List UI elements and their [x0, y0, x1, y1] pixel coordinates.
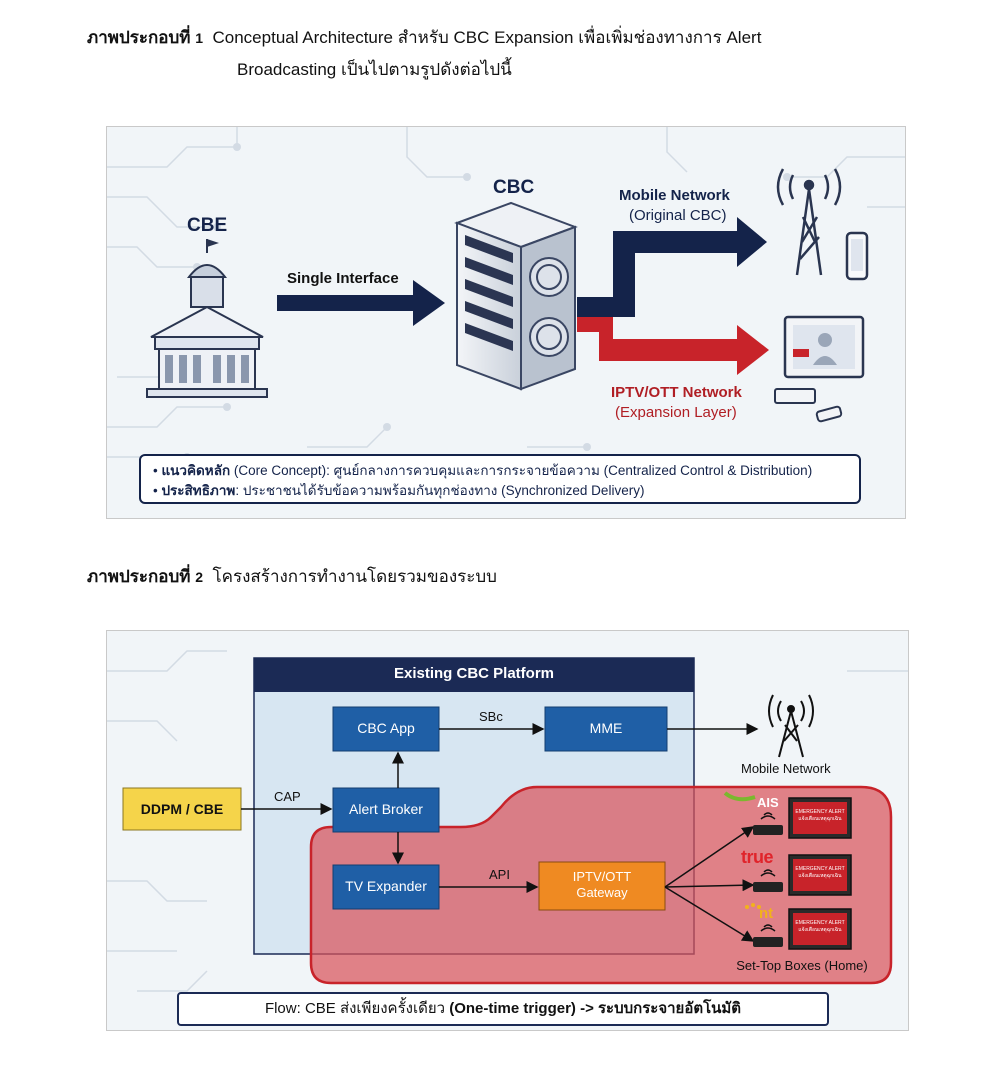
iptv-network-sublabel: (Expansion Layer)	[615, 404, 737, 421]
government-building-icon	[146, 239, 268, 398]
ais-logo: AIS	[757, 795, 779, 810]
single-interface-label: Single Interface	[287, 270, 399, 287]
cbc-server-icon	[454, 201, 578, 391]
nt-logo-dots	[745, 903, 761, 909]
mobile-network-arrow	[577, 217, 767, 317]
figure-1-drawing	[107, 127, 905, 461]
caption-text-line1: Conceptual Architecture สำหรับ CBC Expan…	[212, 28, 762, 47]
cell-tower-icon	[768, 694, 814, 758]
mme-box	[544, 706, 668, 752]
api-label: API	[489, 867, 510, 882]
flow-arrows	[241, 723, 759, 942]
flow-summary-box: Flow: CBE ส่งเพียงครั้งเดียว (One-time t…	[177, 992, 829, 1026]
figure-2-system-overview: Existing CBC Platform CBC App MME SBc DD…	[106, 630, 909, 1031]
figure-2-caption: ภาพประกอบที่ 2 โครงสร้างการทำงานโดยรวมขอ…	[87, 561, 497, 593]
iptv-ott-gateway-box	[538, 861, 666, 911]
caption-text: โครงสร้างการทำงานโดยรวมของระบบ	[212, 567, 497, 586]
cbc-label: CBC	[493, 177, 535, 198]
alert-broker-label: Alert Broker	[349, 801, 423, 817]
iptv-network-arrow	[577, 317, 769, 375]
iptv-network-label: IPTV/OTT Network	[611, 384, 742, 401]
cap-label: CAP	[274, 789, 301, 804]
mobile-phone-icon	[845, 231, 869, 281]
cbc-app-label: CBC App	[357, 720, 415, 736]
platform-title: Existing CBC Platform	[393, 665, 555, 682]
figure-1-caption: ภาพประกอบที่ 1 Conceptual Architecture ส…	[87, 22, 947, 85]
cell-tower-icon	[776, 168, 842, 276]
caption-label: ภาพประกอบที่ 2	[87, 567, 204, 586]
ais-logo-swoosh	[723, 791, 756, 802]
figure-1-conceptual-architecture: CBE Single Interface CBC Mobile Network …	[106, 126, 906, 519]
set-top-box-3	[753, 908, 852, 950]
set-top-box-2	[753, 854, 852, 896]
caption-text-line2: Broadcasting เป็นไปตามรูปดังต่อไปนี้	[237, 60, 512, 79]
mobile-network-label: Mobile Network	[741, 761, 831, 776]
bullet-efficiency: • ประสิทธิภาพ: ประชาชนได้รับข้อความพร้อม…	[153, 483, 645, 498]
tv-expander-label: TV Expander	[345, 878, 427, 894]
ddpm-box	[122, 787, 242, 831]
core-concept-box: • แนวคิดหลัก (Core Concept): ศูนย์กลางกา…	[139, 454, 861, 504]
tv-set-icon	[774, 315, 865, 423]
mme-label: MME	[589, 720, 623, 736]
cbe-label: CBE	[187, 215, 228, 236]
bullet-core-concept: • แนวคิดหลัก (Core Concept): ศูนย์กลางกา…	[153, 463, 813, 478]
circuit-pattern	[107, 650, 908, 992]
true-logo: true	[741, 847, 774, 867]
figure-2-drawing	[107, 650, 908, 992]
platform-header	[254, 658, 694, 692]
set-top-boxes-label: Set-Top Boxes (Home)	[736, 958, 868, 973]
nt-logo: nt	[759, 905, 774, 922]
mobile-network-label: Mobile Network	[619, 187, 730, 204]
mobile-network-sublabel: (Original CBC)	[629, 207, 727, 224]
set-top-box-1	[753, 797, 852, 839]
single-interface-arrow	[277, 280, 445, 326]
alert-broker-box	[332, 787, 440, 833]
caption-label: ภาพประกอบที่ 1	[87, 28, 204, 47]
sbc-label: SBc	[479, 709, 503, 724]
ddpm-label: DDPM / CBE	[140, 801, 224, 817]
circuit-nodes	[183, 143, 791, 461]
